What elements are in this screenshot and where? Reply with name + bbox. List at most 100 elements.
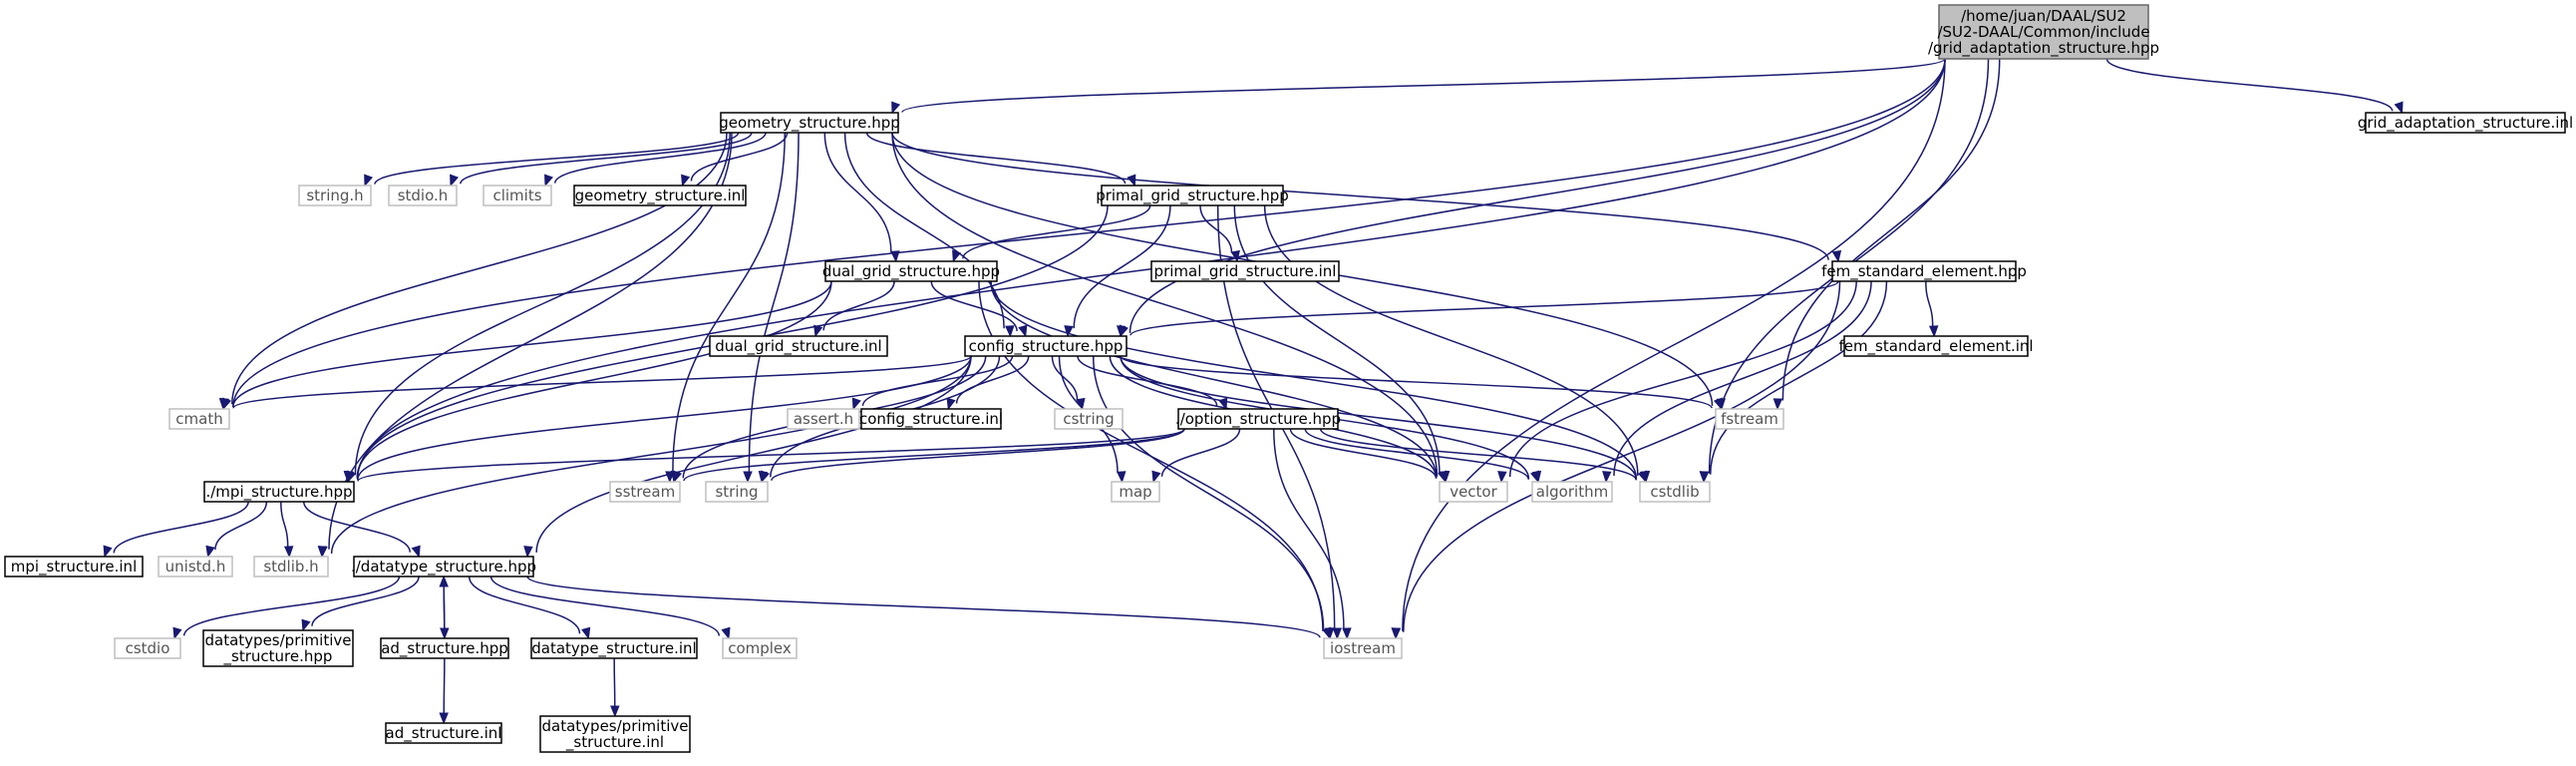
edge-ad-to-datatype: [439, 574, 449, 639]
node-label: ./datatype_structure.hpp: [351, 558, 536, 576]
node-geometry[interactable]: geometry_structure.hpp: [719, 112, 900, 134]
edge-root-to-grid-inl: [2105, 58, 2404, 115]
node-ad-inl[interactable]: ad_structure.inl: [385, 722, 502, 744]
edge-datatype-to-datatype-inl: [468, 575, 591, 640]
node-iostream[interactable]: iostream: [1323, 637, 1403, 659]
node-box: [202, 629, 354, 667]
node-label: _structure.inl: [565, 733, 664, 752]
node-dual-inl[interactable]: dual_grid_structure.inl: [709, 335, 888, 357]
node-string-h[interactable]: string.h: [298, 185, 372, 206]
node-fstream[interactable]: fstream: [1715, 408, 1784, 430]
node-datatype-inl[interactable]: datatype_structure.inl: [530, 637, 698, 659]
node-box: [1101, 185, 1284, 206]
node-label: cmath: [175, 410, 222, 428]
edge-option-to-algorithm: [1304, 428, 1539, 484]
node-climits[interactable]: climits: [483, 185, 552, 206]
node-box: [298, 185, 372, 206]
node-box: [1177, 408, 1339, 430]
node-label: /grid_adaptation_structure.hpp: [1928, 39, 2159, 58]
node-fem[interactable]: fem_standard_element.hpp: [1821, 260, 2027, 282]
file-nodes: /home/juan/DAAL/SU2/SU2-DAAL/Common/incl…: [4, 4, 2573, 753]
node-stdlib-h[interactable]: stdlib.h: [253, 556, 329, 577]
node-complex[interactable]: complex: [722, 637, 798, 659]
edge-root-to-geometry: [891, 58, 1946, 115]
edge-primal-to-primal-inl: [1199, 204, 1240, 263]
node-cmath[interactable]: cmath: [168, 408, 230, 430]
edge-mpi-to-unistd-h: [205, 501, 268, 559]
edge-geometry-to-climits: [544, 132, 767, 188]
node-box: [964, 335, 1127, 357]
edge-config-to-cstring: [1051, 355, 1086, 411]
edge-datatype-to-prim-hpp: [301, 575, 420, 632]
node-sstream[interactable]: sstream: [609, 481, 681, 503]
node-mpi[interactable]: ./mpi_structure.hpp: [203, 481, 355, 503]
node-label: geometry_structure.hpp: [719, 114, 900, 133]
node-map[interactable]: map: [1111, 481, 1160, 503]
node-stdio-h[interactable]: stdio.h: [388, 185, 458, 206]
node-label: cstring: [1063, 410, 1114, 428]
node-cstdlib[interactable]: cstdlib: [1639, 481, 1711, 503]
node-label: cstdio: [126, 639, 170, 657]
edge-geometry-to-dual: [823, 132, 900, 263]
node-label: datatypes/primitive: [542, 717, 689, 735]
node-label: vector: [1449, 483, 1497, 501]
node-unistd-h[interactable]: unistd.h: [158, 556, 233, 577]
node-box: [1111, 481, 1160, 503]
node-mpi-inl[interactable]: mpi_structure.inl: [4, 556, 144, 577]
edge-datatype-to-iostream: [526, 575, 1332, 640]
node-option[interactable]: ./option_structure.hpp: [1175, 408, 1341, 430]
node-label: config_structure.hpp: [969, 337, 1124, 356]
node-datatype[interactable]: ./datatype_structure.hpp: [351, 556, 536, 577]
node-config-inl[interactable]: config_structure.inl: [859, 408, 1003, 430]
edge-datatype-to-cstdio: [172, 575, 401, 640]
edge-config-to-datatype: [523, 355, 972, 559]
node-root[interactable]: /home/juan/DAAL/SU2/SU2-DAAL/Common/incl…: [1928, 4, 2159, 60]
node-label: fstream: [1721, 410, 1778, 428]
node-box: [530, 637, 698, 659]
node-dual[interactable]: dual_grid_structure.hpp: [822, 260, 1000, 282]
node-string[interactable]: string: [705, 481, 769, 503]
node-vector[interactable]: vector: [1439, 481, 1508, 503]
edge-fem-to-algorithm: [1602, 280, 1872, 484]
node-box: [1323, 637, 1403, 659]
node-box: [158, 556, 233, 577]
node-assert-h[interactable]: assert.h: [787, 408, 860, 430]
edge-geometry-to-geometry-inl: [681, 132, 789, 188]
node-prim-hpp[interactable]: datatypes/primitive_structure.hpp: [202, 629, 354, 667]
node-label: ./mpi_structure.hpp: [205, 483, 352, 502]
edge-config-to-stdlib-h: [318, 355, 972, 559]
node-box: [1531, 481, 1613, 503]
node-cstring[interactable]: cstring: [1054, 408, 1124, 430]
edge-primal-to-dual: [952, 204, 1151, 263]
node-label: stdlib.h: [263, 558, 318, 575]
node-label: dual_grid_structure.hpp: [822, 262, 1000, 281]
edge-option-to-cstdlib: [1319, 428, 1647, 484]
edge-fem-to-cstdlib: [1699, 280, 1888, 484]
node-geometry-inl[interactable]: geometry_structure.inl: [573, 185, 747, 206]
node-algorithm[interactable]: algorithm: [1531, 481, 1613, 503]
edge-option-to-sstream: [673, 428, 1185, 484]
node-primal-inl[interactable]: primal_grid_structure.inl: [1150, 260, 1340, 282]
node-box: [824, 260, 998, 282]
node-label: fem_standard_element.inl: [1838, 337, 2033, 356]
node-label: cstdlib: [1650, 483, 1699, 501]
edge-option-to-mpi: [347, 428, 1185, 484]
edge-geometry-to-string: [743, 132, 800, 484]
node-box: [203, 481, 355, 503]
node-box: [539, 715, 691, 753]
node-cstdio[interactable]: cstdio: [114, 637, 181, 659]
node-box: [1715, 408, 1784, 430]
node-grid-inl[interactable]: grid_adaptation_structure.inl: [2358, 112, 2573, 134]
node-primal[interactable]: primal_grid_structure.hpp: [1096, 185, 1289, 206]
node-label: datatype_structure.inl: [531, 639, 696, 658]
node-config[interactable]: config_structure.hpp: [964, 335, 1127, 357]
node-label: string: [715, 483, 758, 501]
node-ad[interactable]: ad_structure.hpp: [380, 637, 509, 659]
edge-dual-to-cstdlib: [990, 280, 1650, 484]
node-prim-inl[interactable]: datatypes/primitive_structure.inl: [539, 715, 691, 753]
node-box: [385, 722, 502, 744]
node-fem-inl[interactable]: fem_standard_element.inl: [1838, 335, 2034, 357]
edge-geometry-to-stdio-h: [450, 132, 753, 188]
edge-fem-to-iostream: [1391, 280, 1841, 640]
node-label: dual_grid_structure.inl: [715, 337, 881, 356]
